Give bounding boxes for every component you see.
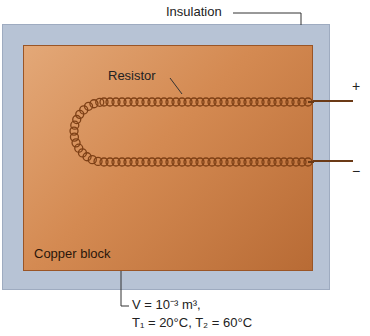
copper-block: Copper block bbox=[23, 45, 313, 271]
lead-wire bbox=[309, 160, 353, 162]
resistor-symbol bbox=[24, 46, 314, 272]
node-label: Insulation bbox=[166, 4, 222, 20]
terminal-sign: + bbox=[352, 78, 360, 94]
dimension-note: V = 10⁻³ m³, bbox=[132, 297, 201, 313]
leader-line bbox=[233, 13, 301, 25]
insulation-layer: Copper blockInsulation bbox=[2, 24, 330, 290]
terminal-sign: − bbox=[352, 163, 360, 179]
coil-windings bbox=[70, 98, 314, 166]
part-label: Resistor bbox=[108, 68, 156, 84]
node-label: Copper block bbox=[34, 246, 111, 262]
leader-line bbox=[170, 78, 182, 94]
lead-wire bbox=[309, 100, 353, 102]
dimension-note: T₁ = 20°C, T₂ = 60°C bbox=[132, 315, 252, 331]
leader-line bbox=[121, 271, 129, 306]
